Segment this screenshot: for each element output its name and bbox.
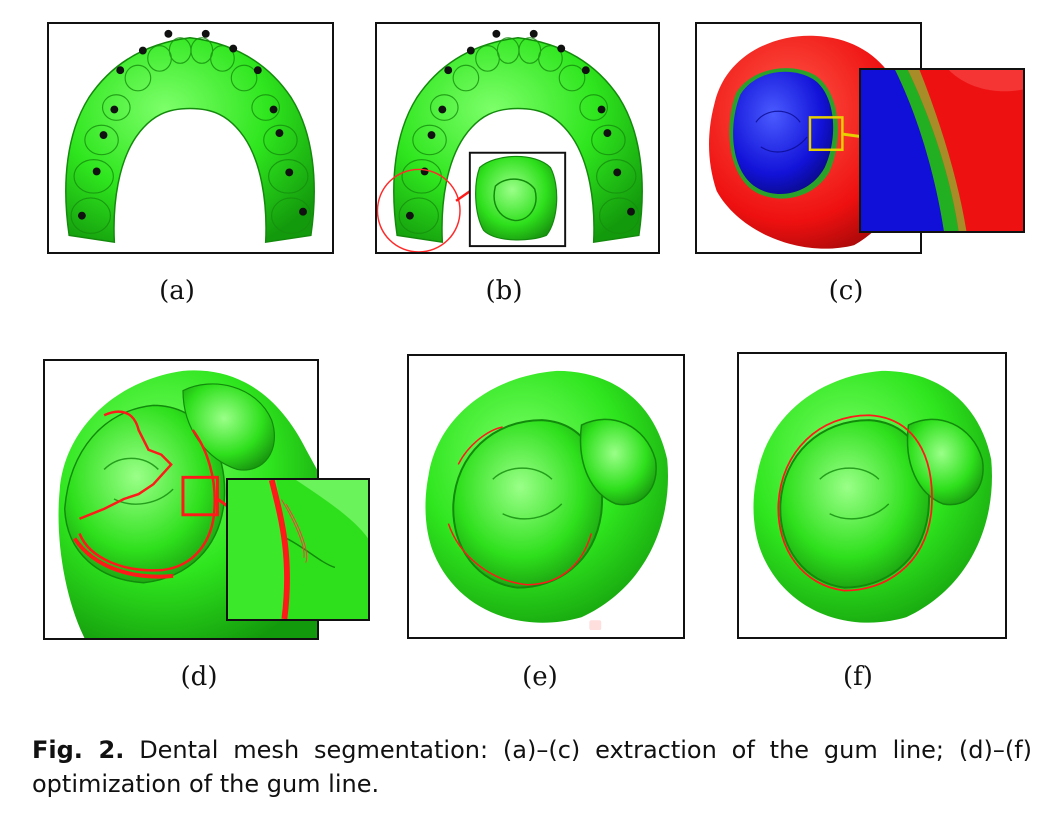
dental-arch-zoom-image	[377, 29, 643, 252]
optimized-gum-line-image	[753, 370, 992, 623]
panel-label-e: (e)	[522, 662, 558, 692]
panel-label-a: (a)	[159, 276, 195, 306]
segmented-tooth-image	[709, 35, 909, 249]
panel-d-inset	[226, 478, 370, 621]
highlight-box	[181, 475, 219, 517]
boundary-inset-image	[861, 70, 1023, 231]
panel-b	[375, 22, 660, 254]
panel-f	[737, 352, 1007, 639]
caption-text: Dental mesh segmentation: (a)–(c) extrac…	[32, 736, 1033, 798]
landmark-dots	[77, 29, 307, 220]
panel-c	[695, 22, 922, 254]
selection-circle	[377, 168, 461, 252]
partial-gum-line-image	[425, 370, 669, 631]
gum-line-inset-image	[228, 480, 368, 619]
panel-label-b: (b)	[485, 276, 523, 306]
figure-caption: Fig. 2. Dental mesh segmentation: (a)–(c…	[32, 733, 1032, 801]
highlight-box	[808, 116, 844, 152]
panel-label-d: (d)	[180, 662, 218, 692]
dental-arch-image	[65, 29, 315, 244]
panel-label-c: (c)	[828, 276, 864, 306]
panel-c-inset	[859, 68, 1025, 233]
panel-label-f: (f)	[843, 662, 873, 692]
figure-label: Fig. 2.	[32, 736, 125, 764]
panel-a	[47, 22, 334, 254]
panel-e	[407, 354, 685, 639]
